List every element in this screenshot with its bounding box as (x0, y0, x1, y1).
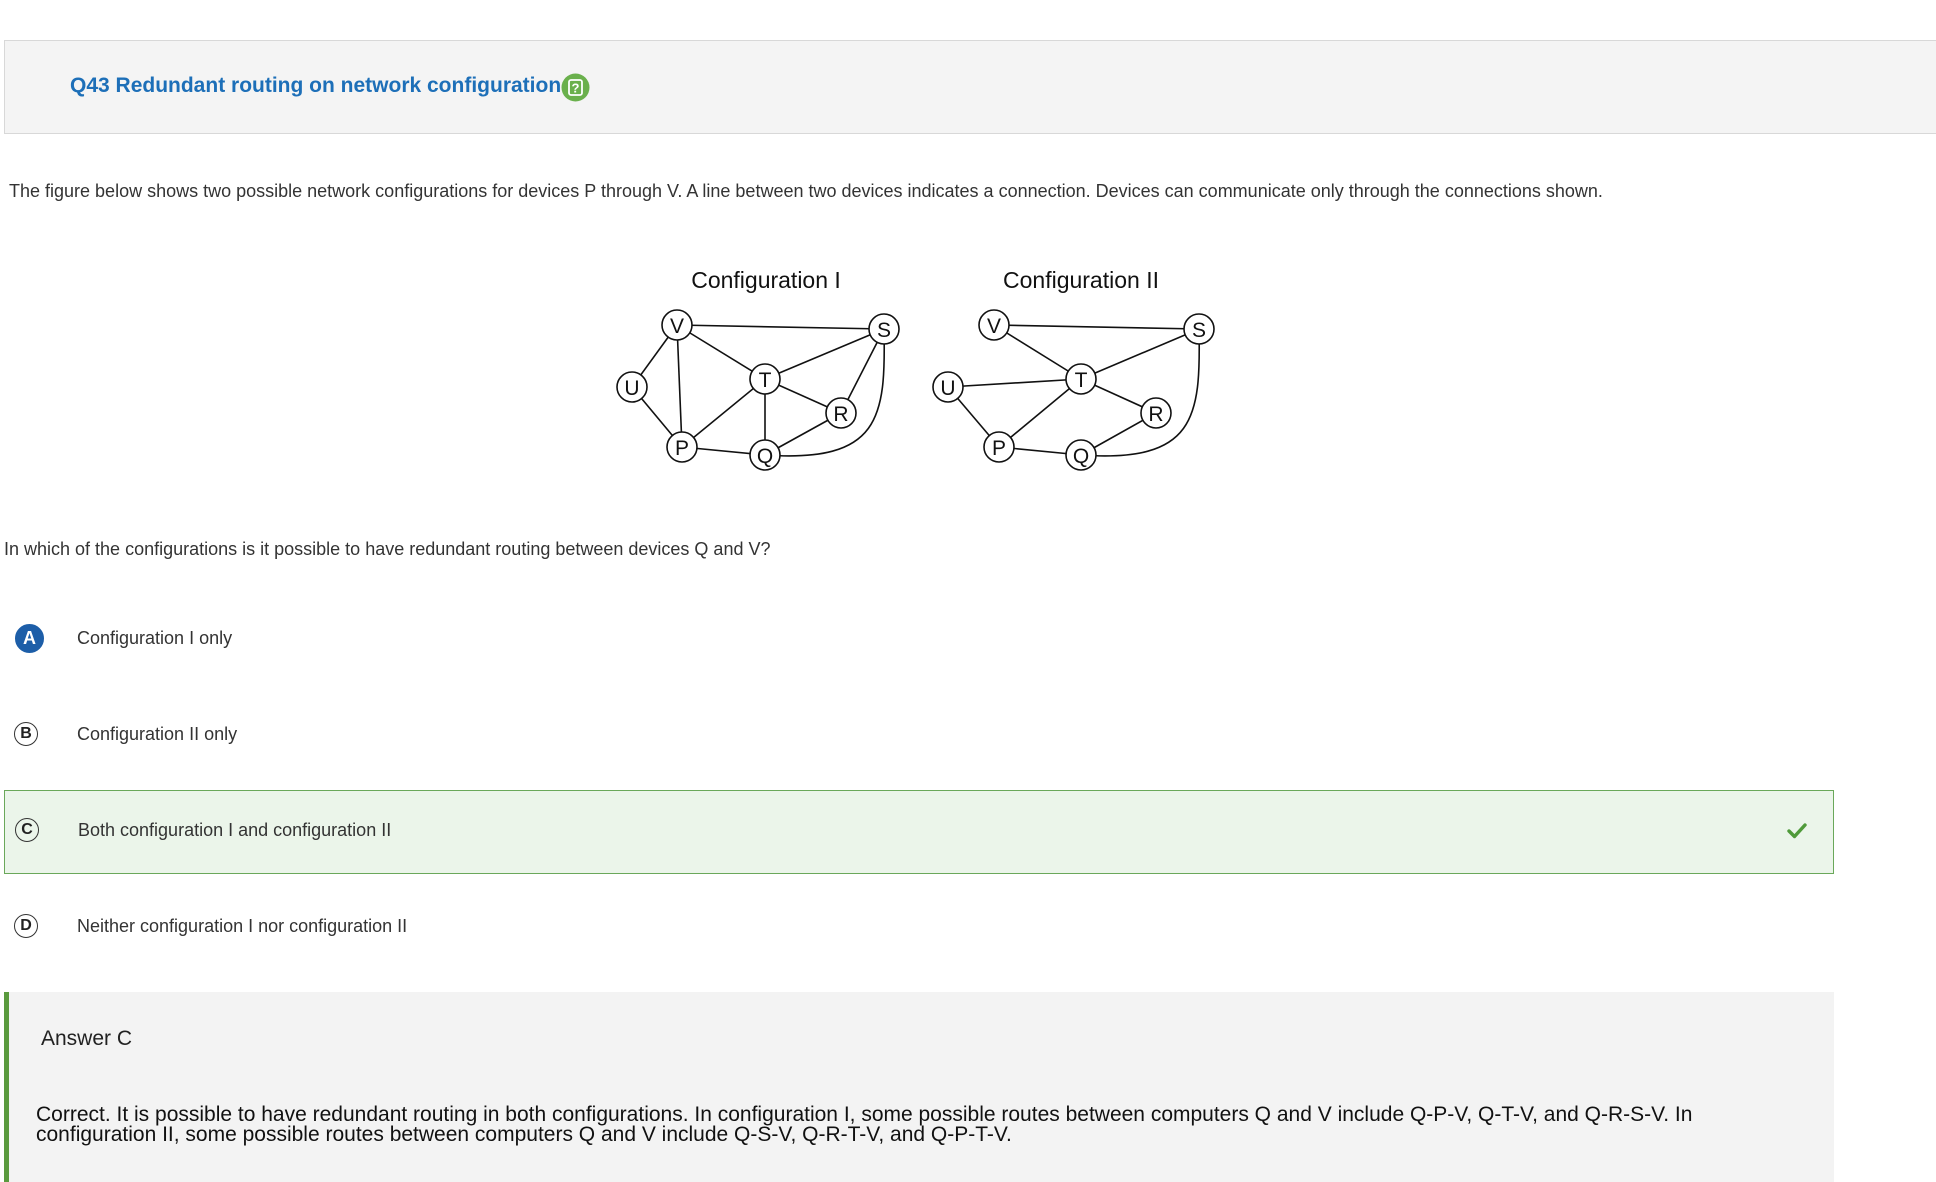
node2-r (1140, 397, 1172, 429)
node2-s (1183, 313, 1215, 345)
node2-p (983, 431, 1015, 463)
option-a-letter[interactable]: A (15, 624, 44, 653)
question-prompt: In which of the configurations is it pos… (4, 539, 771, 559)
question-title[interactable]: Q43 Redundant routing on network configu… (70, 74, 562, 97)
answer-accent-bar (4, 992, 9, 1182)
svg-text:?: ? (572, 81, 580, 96)
option-a[interactable]: A Configuration I only (4, 598, 1834, 682)
edge-v-s (676, 324, 885, 330)
answer-panel: Answer C Correct. It is possible to have… (4, 992, 1834, 1182)
checkmark-icon (1787, 823, 1807, 839)
node-p (666, 431, 698, 463)
node-v-label: V (670, 315, 684, 338)
node-r (825, 397, 857, 429)
node2-q (1065, 439, 1097, 471)
answer-title: Answer C (41, 1027, 133, 1050)
option-c-letter[interactable]: C (15, 818, 39, 842)
node-q (749, 439, 781, 471)
config1-title: Configuration I (691, 267, 841, 293)
edge2-t-s (1080, 328, 1200, 380)
node2-u-label: U (940, 377, 955, 400)
node2-q-label: Q (1073, 445, 1089, 468)
node-r-label: R (833, 403, 848, 426)
edge2-v-s (993, 324, 1200, 330)
node2-t (1065, 363, 1097, 395)
node2-t-label: T (1075, 369, 1088, 392)
edge-q-s (764, 328, 886, 457)
edge-v-p (676, 324, 683, 448)
edge2-t-p (998, 378, 1082, 448)
node2-r-label: R (1148, 403, 1163, 426)
config1-nodes: V S U T R P Q (616, 309, 900, 471)
config2-nodes: V S U T R P Q (932, 309, 1215, 471)
config2-title: Configuration II (1003, 267, 1159, 293)
option-d[interactable]: D Neither configuration I nor configurat… (4, 886, 1834, 970)
node-u-label: U (624, 377, 639, 400)
node-p-label: P (675, 437, 689, 460)
node-s (868, 313, 900, 345)
edge2-q-s (1080, 328, 1201, 457)
node2-u (932, 371, 964, 403)
node-s-label: S (877, 319, 891, 342)
node2-s-label: S (1192, 319, 1206, 342)
node-u (616, 371, 648, 403)
option-b-text[interactable]: Configuration II only (77, 724, 238, 744)
node-t-label: T (759, 369, 772, 392)
question-header: Q43 Redundant routing on network configu… (4, 40, 1936, 134)
edge2-v-t (993, 324, 1082, 380)
node-t (749, 363, 781, 395)
option-b-letter[interactable]: B (14, 722, 38, 746)
node-q-label: Q (757, 445, 773, 468)
edge-v-t (676, 324, 766, 380)
option-b[interactable]: B Configuration II only (4, 694, 1834, 778)
option-d-text[interactable]: Neither configuration I nor configuratio… (77, 916, 408, 936)
option-a-text[interactable]: Configuration I only (77, 628, 233, 648)
question-intro: The figure below shows two possible netw… (9, 181, 1603, 201)
node2-v (978, 309, 1010, 341)
edge-t-p (681, 378, 766, 448)
answer-explanation: Correct. It is possible to have redundan… (36, 1103, 1693, 1146)
node-v (661, 309, 693, 341)
network-figure: Configuration I V S U T R (600, 258, 1240, 493)
option-c[interactable]: C Both configuration I and configuration… (4, 790, 1834, 874)
option-d-letter[interactable]: D (14, 914, 38, 938)
node2-p-label: P (992, 437, 1006, 460)
network-diagram: Configuration I V S U T R (616, 267, 1215, 471)
edge2-u-t (947, 378, 1082, 388)
node2-v-label: V (987, 315, 1001, 338)
edge-t-s (764, 328, 885, 380)
option-c-text[interactable]: Both configuration I and configuration I… (78, 820, 392, 840)
question-mark-icon[interactable]: ? (561, 73, 590, 102)
